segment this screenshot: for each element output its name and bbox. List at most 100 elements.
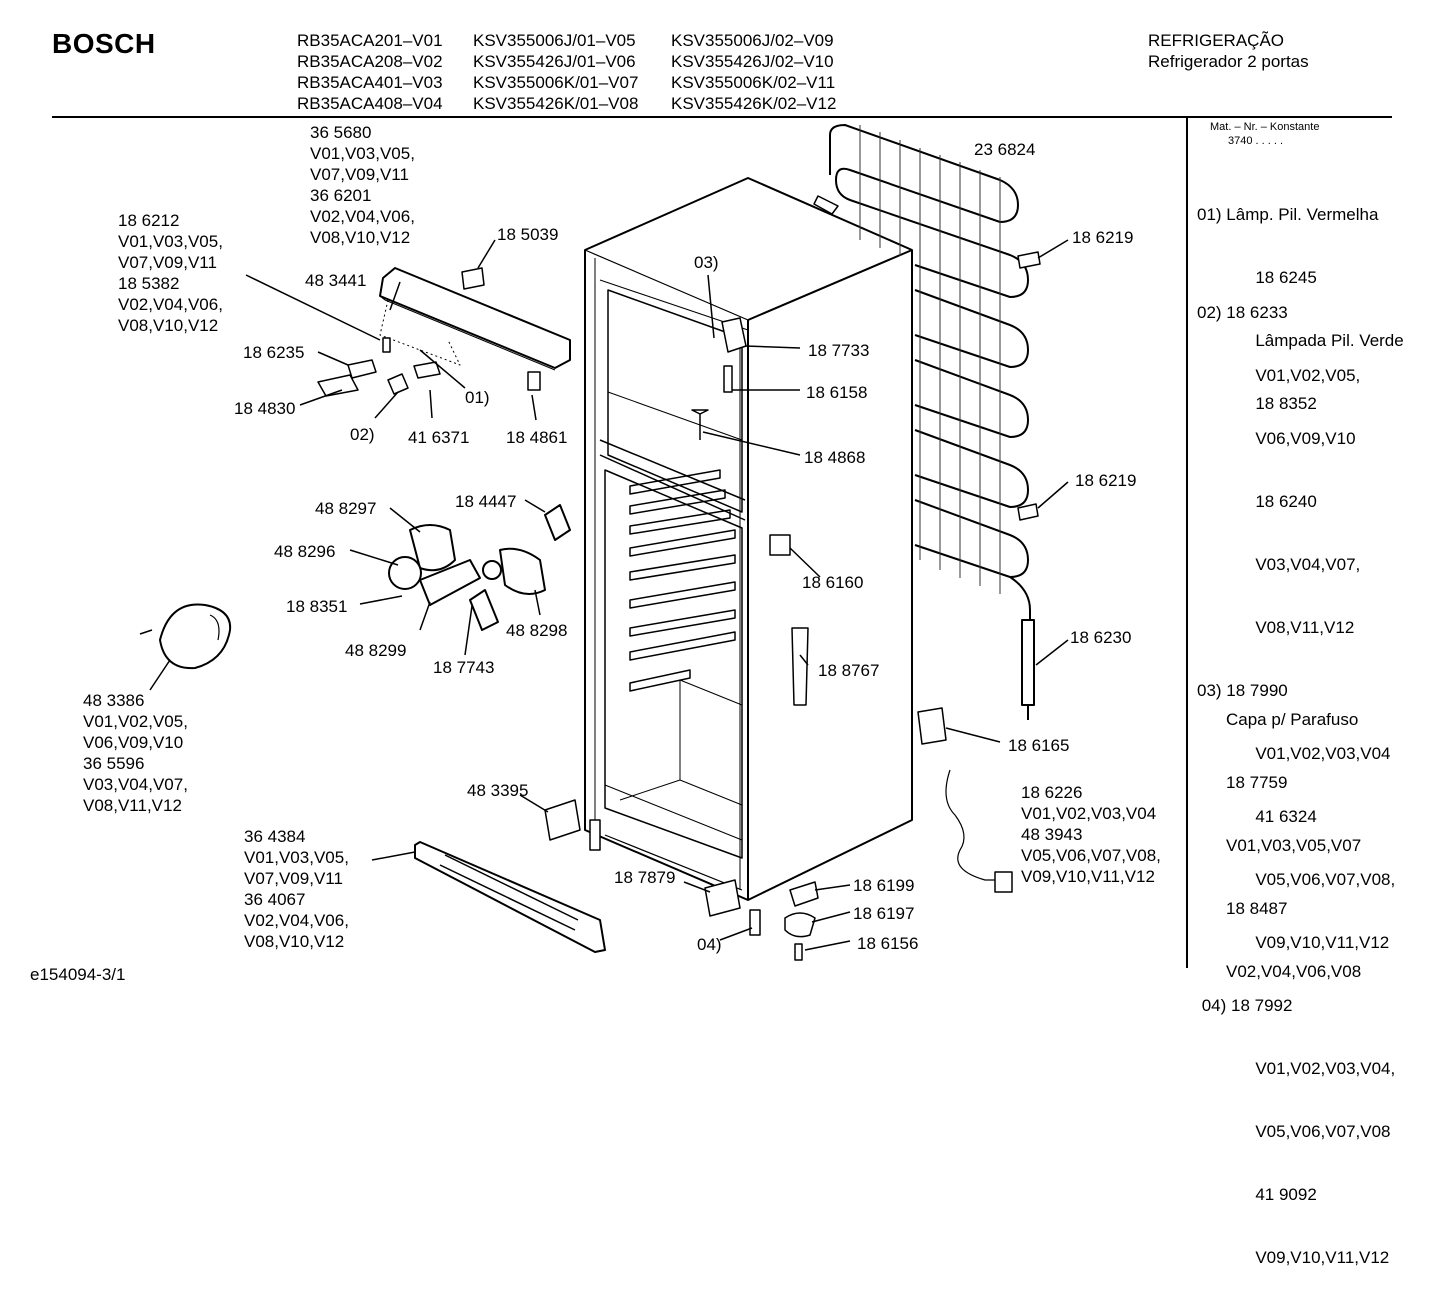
label-18-6197: 18 6197 — [853, 904, 915, 923]
sidebar-divider — [1186, 118, 1188, 968]
label-41-6371: 41 6371 — [408, 428, 470, 447]
model-code: RB35ACA408–V04 — [297, 94, 443, 113]
label-18-6230: 18 6230 — [1070, 628, 1132, 647]
note-line: V08,V11,V12 — [1227, 618, 1355, 637]
condenser-wires — [859, 125, 1001, 594]
model-code: KSV355006J/01–V05 — [473, 31, 636, 50]
label-18-6212: 18 6212 V01,V03,V05, V07,V09,V11 18 5382… — [118, 211, 223, 335]
label-48-8296: 48 8296 — [274, 542, 336, 561]
label-note-01: 01) — [465, 388, 490, 407]
note-line: V09,V10,V11,V12 — [1227, 933, 1390, 952]
capa-line: Capa p/ Parafuso — [1226, 710, 1359, 729]
exploded-parts-drawing — [139, 124, 1069, 961]
label-18-6165: 18 6165 — [1008, 736, 1070, 755]
note-line: V01,V02,V03,V04, — [1227, 1059, 1396, 1078]
note-line: V09,V10,V11,V12 — [1227, 1248, 1390, 1267]
label-18-6226: 18 6226 V01,V02,V03,V04 48 3943 V05,V06,… — [1021, 783, 1161, 886]
label-18-6219-bottom: 18 6219 — [1075, 471, 1137, 490]
model-code: KSV355426J/02–V10 — [671, 52, 834, 71]
label-18-6219-top: 18 6219 — [1072, 228, 1134, 247]
label-18-4868: 18 4868 — [804, 448, 866, 467]
document-id: e154094-3/1 — [30, 965, 126, 984]
model-row: RB35ACA201–V01 KSV355006J/01–V05 KSV355006… — [297, 30, 836, 51]
label-18-7733: 18 7733 — [808, 341, 870, 360]
model-code: KSV355006K/01–V07 — [473, 73, 639, 92]
label-18-4447: 18 4447 — [455, 492, 517, 511]
label-18-5039: 18 5039 — [497, 225, 559, 244]
cabinet-body — [584, 177, 913, 901]
note-line: V01,V02,V05, — [1227, 366, 1361, 385]
category-block: REFRIGERAÇÃO Refrigerador 2 portas — [1148, 30, 1309, 72]
label-18-8767: 18 8767 — [818, 661, 880, 680]
header-divider — [52, 116, 1392, 118]
note-line: 41 6324 — [1227, 807, 1317, 826]
label-48-3395: 48 3395 — [467, 781, 529, 800]
label-note-03: 03) — [694, 253, 719, 272]
note-line: V01,V02,V03,V04 — [1227, 744, 1391, 763]
top-cover — [379, 267, 571, 371]
note-line: 02) 18 6233 — [1197, 303, 1288, 322]
label-18-6235: 18 6235 — [243, 343, 305, 362]
label-48-3441: 48 3441 — [305, 271, 367, 290]
note-line: 01) Lâmp. Pil. Vermelha — [1197, 205, 1379, 224]
capa-block: Capa p/ Parafuso 18 7759 V01,V03,V05,V07… — [1226, 667, 1361, 1003]
note-line: 03) 18 7990 — [1197, 681, 1288, 700]
note-line: 18 6240 — [1227, 492, 1317, 511]
capa-line: 18 8487 — [1226, 899, 1288, 918]
shelf-rails — [629, 469, 736, 692]
model-code: RB35ACA208–V02 — [297, 52, 443, 71]
note-line: Lâmpada Pil. Verde — [1227, 331, 1404, 350]
model-code: KSV355006K/02–V11 — [671, 73, 836, 92]
label-18-4830: 18 4830 — [234, 399, 296, 418]
label-18-4861: 18 4861 — [506, 428, 568, 447]
model-code: KSV355426K/01–V08 — [473, 94, 639, 113]
capa-line: V02,V04,V06,V08 — [1226, 962, 1362, 981]
label-48-3386: 48 3386 V01,V02,V05, V06,V09,V10 36 5596… — [83, 691, 188, 815]
note-line: 18 8352 — [1227, 394, 1317, 413]
label-48-8299: 48 8299 — [345, 641, 407, 660]
model-row: RB35ACA401–V03 KSV355006K/01–V07 KSV355006… — [297, 72, 836, 93]
label-18-8351: 18 8351 — [286, 597, 348, 616]
label-18-6158: 18 6158 — [806, 383, 868, 402]
note-line: V05,V06,V07,V08, — [1227, 870, 1396, 889]
model-row: RB35ACA408–V04 KSV355426K/01–V08 KSV355426… — [297, 93, 836, 114]
label-48-8298: 48 8298 — [506, 621, 568, 640]
mat-label: Mat. – Nr. – Konstante — [1210, 121, 1320, 133]
label-36-4384: 36 4384 V01,V03,V05, V07,V09,V11 36 4067… — [244, 827, 349, 951]
note-line: V03,V04,V07, — [1227, 555, 1361, 574]
condenser-coil — [829, 124, 1035, 720]
label-note-04: 04) — [697, 935, 722, 954]
category-subtitle: Refrigerador 2 portas — [1148, 52, 1309, 71]
note-line: 18 6245 — [1227, 268, 1317, 287]
brand-logo: BOSCH — [52, 28, 156, 59]
model-code: RB35ACA401–V03 — [297, 73, 443, 92]
label-18-6156: 18 6156 — [857, 934, 919, 953]
capa-line: 18 7759 — [1226, 773, 1288, 792]
label-23-6824: 23 6824 — [974, 140, 1036, 159]
lamp-cover — [139, 603, 232, 670]
label-36-5680: 36 5680 V01,V03,V05, V07,V09,V11 36 6201… — [310, 123, 415, 247]
label-note-02: 02) — [350, 425, 375, 444]
note-line: 41 9092 — [1227, 1185, 1317, 1204]
model-code: RB35ACA201–V01 — [297, 31, 443, 50]
label-48-8297: 48 8297 — [315, 499, 377, 518]
notes-list-1: 01) Lâmp. Pil. Vermelha 18 6245 Lâmpada … — [1197, 162, 1404, 435]
capa-line: V01,V03,V05,V07 — [1226, 836, 1362, 855]
mat-value: 3740 . . . . . — [1228, 135, 1284, 147]
small-parts — [317, 195, 1041, 961]
label-18-6160: 18 6160 — [802, 573, 864, 592]
kick-plate — [414, 841, 606, 953]
note-line: V05,V06,V07,V08 — [1227, 1122, 1391, 1141]
label-18-7743: 18 7743 — [433, 658, 495, 677]
category-title: REFRIGERAÇÃO — [1148, 31, 1285, 50]
label-18-7879: 18 7879 — [614, 868, 676, 887]
mat-konstante: Mat. – Nr. – Konstante 3740 . . . . . — [1210, 120, 1319, 148]
label-18-6199: 18 6199 — [853, 876, 915, 895]
model-code: KSV355426K/02–V12 — [671, 94, 837, 113]
leader-lines — [149, 239, 1069, 951]
model-code: KSV355006J/02–V09 — [671, 31, 834, 50]
note-line: V06,V09,V10 — [1227, 429, 1356, 448]
note-line: 04) 18 7992 — [1197, 996, 1293, 1015]
